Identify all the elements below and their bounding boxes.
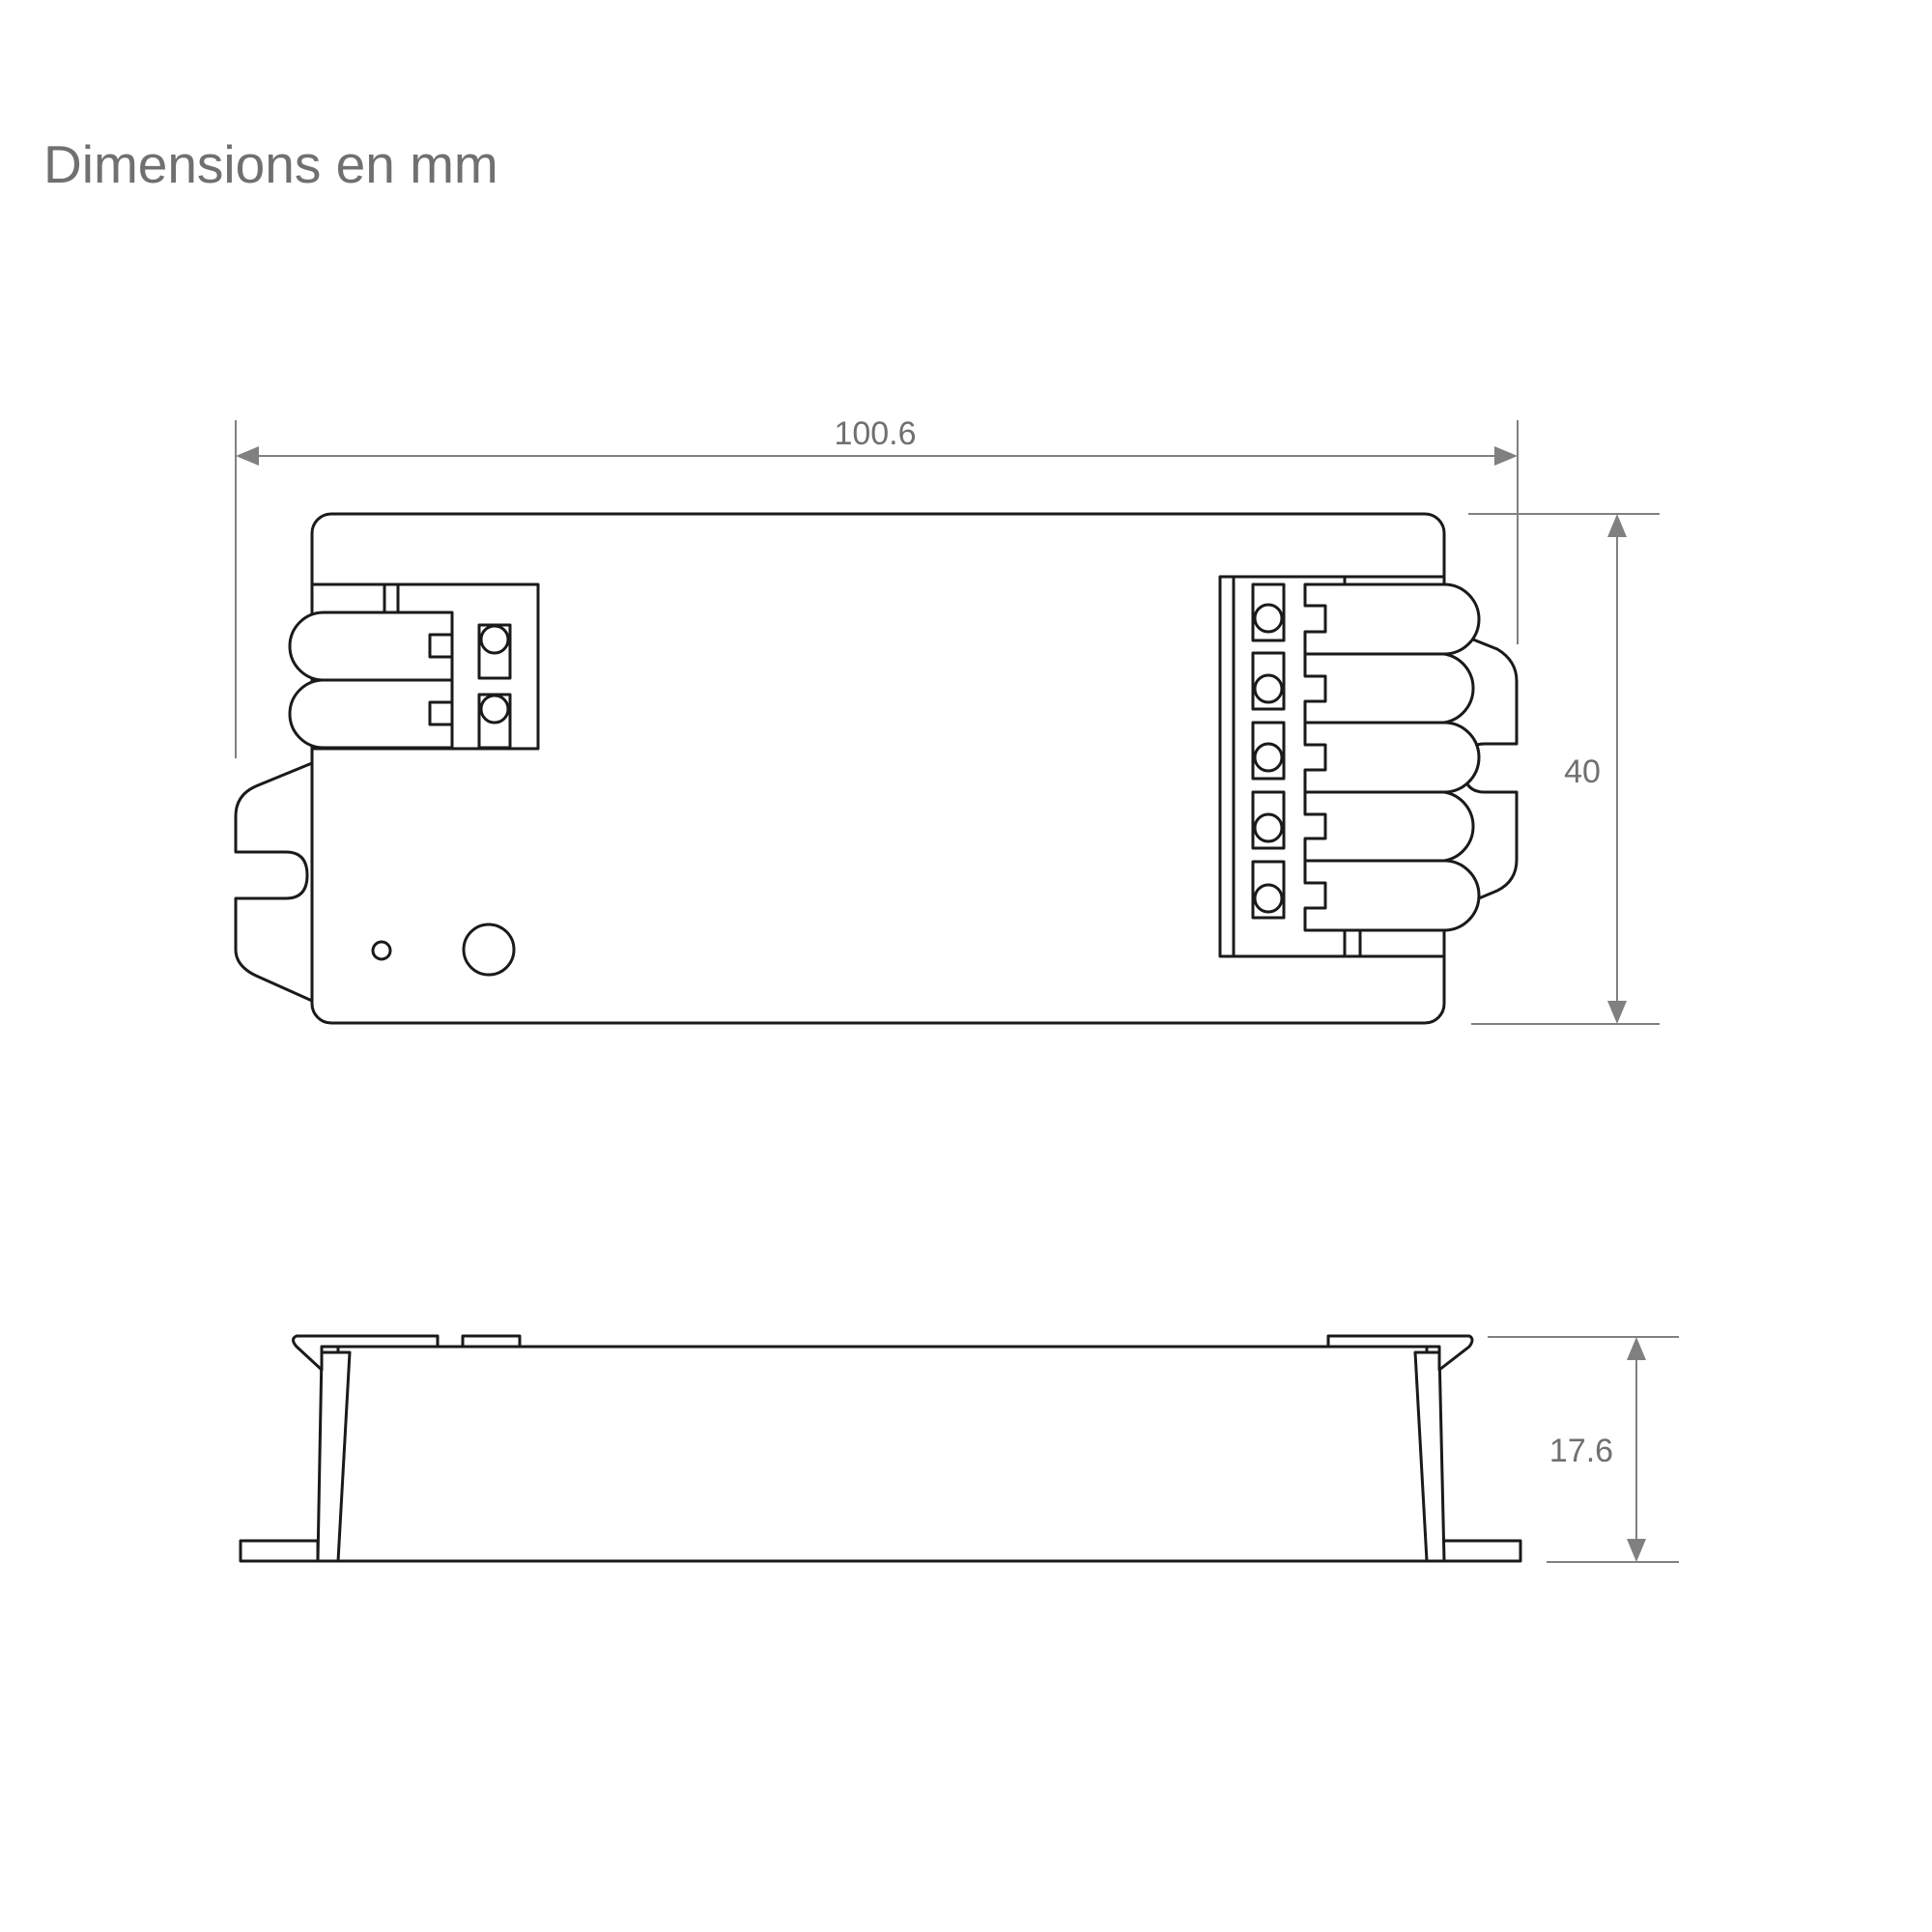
top-view: 100.6 40	[234, 415, 1660, 1025]
right-screw-slot-4	[1251, 790, 1286, 850]
left-mounting-tab	[234, 761, 314, 1003]
right-terminal-block	[1218, 575, 1481, 958]
push-button	[462, 923, 516, 977]
right-screw-5	[1253, 883, 1284, 914]
right-clamp-5	[1303, 859, 1481, 932]
side-view: 17.6	[239, 1334, 1679, 1563]
left-screw-2	[479, 694, 510, 724]
height-label: 17.6	[1549, 1433, 1613, 1469]
width-dimension: 100.6	[235, 415, 1519, 758]
right-screw-slot-2	[1251, 651, 1286, 711]
top-button-cap	[461, 1334, 522, 1349]
left-screw-1	[479, 624, 510, 655]
depth-label: 40	[1564, 753, 1601, 790]
left-flange	[239, 1539, 320, 1563]
right-screw-3	[1253, 742, 1284, 773]
left-top-clip	[292, 1334, 440, 1372]
page-title: Dimensions en mm	[43, 134, 498, 194]
depth-dimension: 40	[1468, 513, 1660, 1025]
right-screw-slot-1	[1251, 582, 1286, 642]
left-clamp-1	[288, 611, 454, 682]
height-dimension: 17.6	[1488, 1336, 1679, 1563]
right-screw-2	[1253, 673, 1284, 704]
right-flange	[1440, 1539, 1522, 1563]
width-label: 100.6	[834, 415, 916, 452]
right-clamp-4	[1303, 790, 1475, 863]
right-clamp-3	[1303, 721, 1481, 794]
right-screw-1	[1253, 603, 1284, 634]
right-end-cap	[1413, 1350, 1446, 1563]
right-screw-slot-5	[1251, 860, 1286, 920]
right-top-clip	[1326, 1334, 1474, 1372]
left-terminal-block	[288, 582, 540, 751]
right-clamp-2	[1303, 652, 1475, 724]
right-screw-slot-3	[1251, 721, 1286, 781]
side-body	[336, 1345, 1429, 1563]
right-screw-4	[1253, 812, 1284, 843]
left-end-cap	[316, 1350, 352, 1563]
left-clamp-2	[288, 678, 454, 750]
right-clamp-1	[1303, 582, 1481, 656]
led-indicator	[371, 940, 392, 961]
